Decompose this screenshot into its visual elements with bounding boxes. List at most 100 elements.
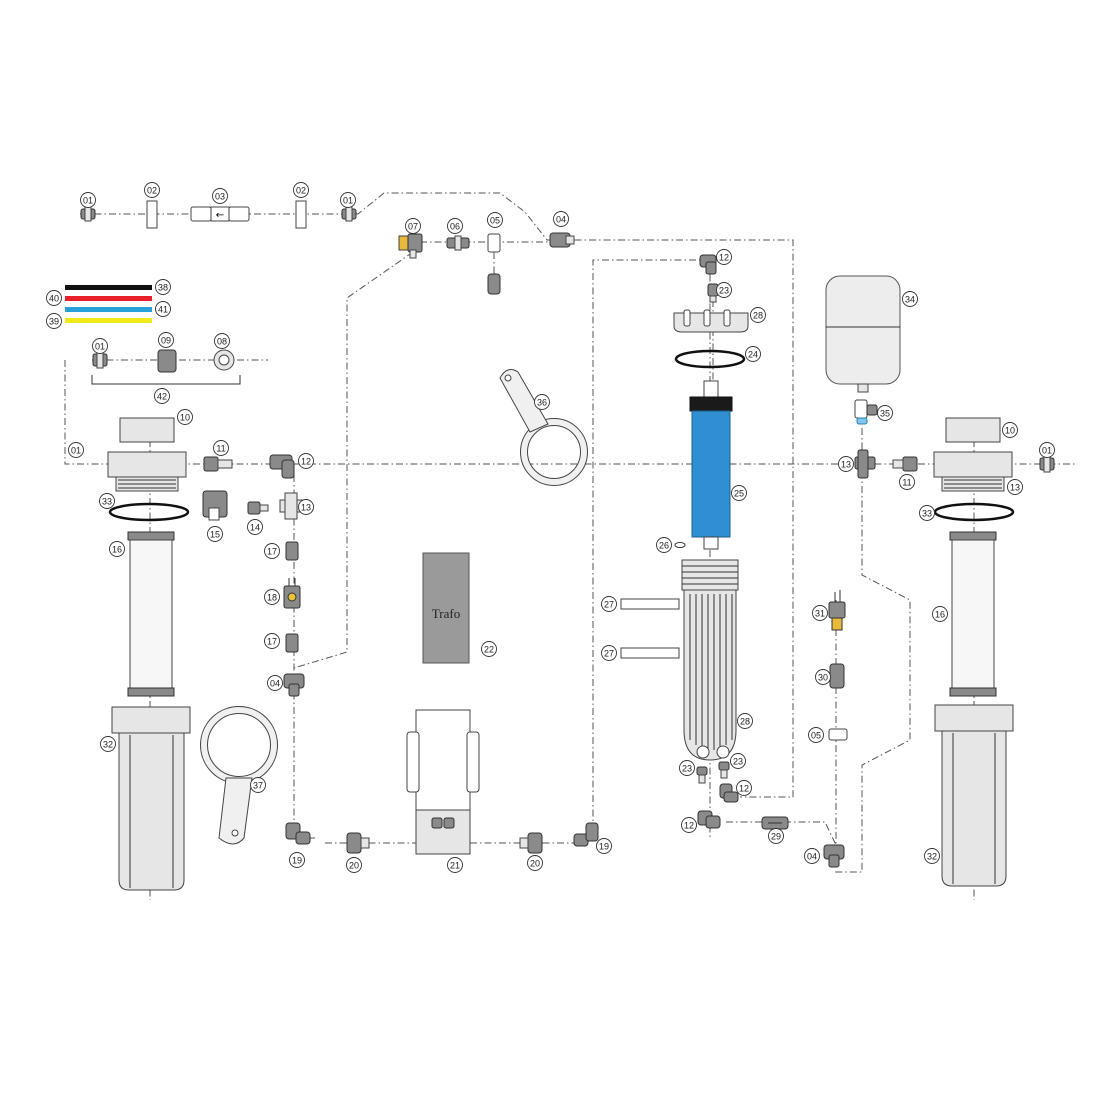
restrictor-body: [487, 273, 501, 295]
elbow-19-left: [285, 822, 311, 845]
part-callout-12: 12: [736, 780, 752, 796]
callout-number: 21: [450, 861, 460, 871]
callout-circle: [68, 442, 84, 458]
mounting-bracket-left: [119, 417, 175, 443]
transformer-label: Trafo: [432, 606, 460, 621]
callout-number: 01: [1042, 446, 1052, 456]
part-callout-27: 27: [601, 596, 617, 612]
oring-33-right: [933, 502, 1015, 522]
callout-number: 16: [112, 545, 122, 555]
callout-number: 24: [748, 350, 758, 360]
part-callout-37: 37: [250, 777, 266, 793]
callout-number: 07: [408, 222, 418, 232]
callout-number: 12: [301, 457, 311, 467]
callout-circle: [264, 633, 280, 649]
callout-circle: [601, 596, 617, 612]
part-callout-04: 04: [267, 675, 283, 691]
tank-valve-35: [854, 383, 878, 425]
callout-number: 08: [217, 337, 227, 347]
callout-circle: [289, 852, 305, 868]
callout-number: 12: [684, 821, 694, 831]
callout-number: 12: [719, 253, 729, 263]
tee-13-tank: [854, 449, 876, 479]
callout-circle: [716, 249, 732, 265]
callout-number: 05: [490, 216, 500, 226]
part-callout-01: 01: [340, 192, 356, 208]
part-callout-34: 34: [902, 291, 918, 307]
callout-circle: [601, 645, 617, 661]
callout-number: 06: [450, 222, 460, 232]
callout-circle: [207, 526, 223, 542]
part-callout-25: 25: [731, 485, 747, 501]
part-callout-13: 13: [298, 499, 314, 515]
callout-circle: [346, 857, 362, 873]
callout-circle: [447, 857, 463, 873]
part-callout-17: 17: [264, 543, 280, 559]
callout-circle: [144, 182, 160, 198]
callout-number: 26: [659, 541, 669, 551]
callout-circle: [155, 279, 171, 295]
part-callout-28: 28: [737, 713, 753, 729]
elbow-12-bottom-right: [719, 783, 739, 803]
callout-circle: [298, 453, 314, 469]
adapter-20-right: [519, 832, 543, 854]
tube-blue: [65, 307, 152, 312]
callout-number: 23: [733, 757, 743, 767]
callout-number: 01: [71, 446, 81, 456]
callout-number: 33: [922, 509, 932, 519]
callout-circle: [716, 282, 732, 298]
callout-circle: [99, 493, 115, 509]
callout-number: 15: [210, 530, 220, 540]
fitting-14: [247, 501, 269, 515]
callout-circle: [596, 838, 612, 854]
callout-circle: [681, 817, 697, 833]
part-callout-13: 13: [838, 456, 854, 472]
callout-number: 32: [927, 852, 937, 862]
callout-circle: [919, 505, 935, 521]
callout-circle: [109, 541, 125, 557]
callout-circle: [298, 499, 314, 515]
part-callout-32: 32: [924, 848, 940, 864]
fitting-17-lower: [285, 633, 299, 653]
feed-ball-valve: [398, 233, 423, 259]
callout-number: 28: [753, 311, 763, 321]
tee-04-left: [283, 673, 305, 697]
part-callout-30: 30: [815, 669, 831, 685]
part-callout-38: 38: [155, 279, 171, 295]
callout-circle: [1002, 422, 1018, 438]
part-callout-01: 01: [80, 192, 96, 208]
part-callout-23: 23: [730, 753, 746, 769]
callout-circle: [158, 332, 174, 348]
callout-circle: [264, 543, 280, 559]
callout-number: 01: [83, 196, 93, 206]
flow-restrictor-29: [761, 816, 789, 830]
callout-number: 13: [1010, 483, 1020, 493]
callout-number: 02: [147, 186, 157, 196]
oring-26: [674, 542, 686, 548]
callout-number: 03: [215, 192, 225, 202]
part-callout-18: 18: [264, 589, 280, 605]
callout-number: 41: [158, 305, 168, 315]
callout-number: 29: [771, 832, 781, 842]
housing-wrench-36: [499, 369, 588, 486]
part-callout-24: 24: [745, 346, 761, 362]
outlet-fitting-right: [1039, 455, 1055, 473]
callout-number: 12: [739, 784, 749, 794]
part-callout-17: 17: [264, 633, 280, 649]
callout-circle: [293, 182, 309, 198]
callout-number: 11: [216, 444, 225, 454]
check-valve-30: [829, 663, 845, 689]
housing-wrench-37: [200, 706, 278, 845]
part-callout-02: 02: [293, 182, 309, 198]
part-callout-12: 12: [681, 817, 697, 833]
part-callout-07: 07: [405, 218, 421, 234]
part-callout-04: 04: [553, 211, 569, 227]
fitting-11-right: [892, 456, 918, 472]
callout-number: 11: [902, 478, 911, 488]
tube-red: [65, 296, 152, 301]
callout-number: 22: [484, 645, 494, 655]
callout-number: 17: [267, 637, 277, 647]
callout-number: 18: [267, 593, 277, 603]
part-callout-16: 16: [932, 606, 948, 622]
